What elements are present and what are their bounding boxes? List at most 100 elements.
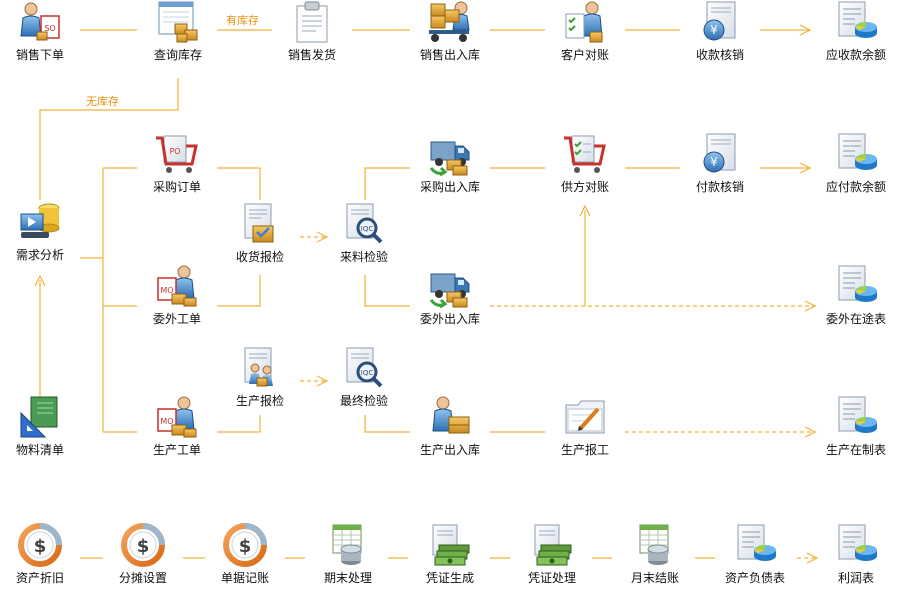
node-asset-depreciation[interactable]: 资产折旧 (0, 523, 88, 587)
node-wip-report[interactable]: 生产在制表 (808, 395, 900, 459)
node-voucher-generate[interactable]: 凭证生成 (402, 523, 498, 587)
node-label: 单据记账 (220, 571, 269, 585)
node-label: 应付款余额 (825, 180, 886, 194)
document-box-icon (237, 202, 283, 246)
node-label: 委外出入库 (419, 312, 480, 326)
node-income-statement[interactable]: 利润表 (808, 523, 900, 587)
node-label: 生产出入库 (419, 443, 480, 457)
person-at-desk-so-icon (17, 0, 63, 44)
document-people-icon (237, 346, 283, 390)
node-balance-sheet[interactable]: 资产负债表 (707, 523, 803, 587)
node-ap-balance[interactable]: 应付款余额 (808, 132, 900, 196)
node-label: 应收款余额 (825, 48, 886, 62)
node-allocation-setup[interactable]: 分摊设置 (95, 523, 191, 587)
node-demand-analysis[interactable]: 需求分析 (0, 200, 88, 264)
report-pie-chart-icon (833, 264, 879, 308)
node-label: 物料清单 (15, 443, 64, 457)
node-supplier-recon[interactable]: 供方对账 (537, 132, 633, 196)
node-label: 凭证生成 (425, 571, 474, 585)
node-label: 凭证处理 (527, 571, 576, 585)
node-label: 分摊设置 (118, 571, 167, 585)
node-production-report[interactable]: 生产报工 (537, 395, 633, 459)
node-label: 委外工单 (152, 312, 201, 326)
node-purchase-in[interactable]: 采购出入库 (402, 132, 498, 196)
node-sales-ship[interactable]: 销售发货 (264, 0, 360, 64)
dollar-ring-icon (17, 523, 63, 567)
person-with-checklist-icon (562, 0, 608, 44)
yen-document-icon (697, 132, 743, 176)
node-production-order[interactable]: 生产工单 (129, 395, 225, 459)
node-outsource-order[interactable]: 委外工单 (129, 264, 225, 328)
delivery-truck-icon (427, 264, 473, 308)
report-pie-chart-icon (732, 523, 778, 567)
node-label: 销售下单 (15, 48, 64, 62)
node-label: 委外在途表 (825, 312, 886, 326)
node-label: 资产折旧 (15, 571, 64, 585)
node-label: 最终检验 (339, 394, 388, 408)
cash-stack-icon (529, 523, 575, 567)
yen-document-icon (697, 0, 743, 44)
spreadsheet-database-icon (325, 523, 371, 567)
node-period-end[interactable]: 期末处理 (300, 523, 396, 587)
node-label: 查询库存 (153, 48, 202, 62)
node-label: 利润表 (837, 571, 874, 585)
node-receive-inspect[interactable]: 收货报检 (212, 202, 308, 266)
document-magnifier-icon (341, 202, 387, 246)
node-purchase-order[interactable]: 采购订单 (129, 132, 225, 196)
node-ar-balance[interactable]: 应收款余额 (808, 0, 900, 64)
report-pie-chart-icon (833, 395, 879, 439)
checklist-cart-icon (562, 132, 608, 176)
node-label: 需求分析 (15, 248, 64, 262)
cash-stack-icon (427, 523, 473, 567)
node-final-inspect[interactable]: 最终检验 (316, 346, 412, 410)
node-production-in[interactable]: 生产出入库 (402, 395, 498, 459)
node-payment-verify[interactable]: 付款核销 (672, 132, 768, 196)
node-label: 生产报工 (560, 443, 609, 457)
people-mo-document-icon (154, 264, 200, 308)
dollar-ring-icon (222, 523, 268, 567)
po-shopping-cart-icon (154, 132, 200, 176)
node-bom[interactable]: 物料清单 (0, 395, 88, 459)
node-label: 期末处理 (323, 571, 372, 585)
node-voucher-process[interactable]: 凭证处理 (504, 523, 600, 587)
delivery-truck-icon (427, 132, 473, 176)
database-monitor-icon (17, 200, 63, 244)
node-customer-recon[interactable]: 客户对账 (537, 0, 633, 64)
node-label: 资产负债表 (724, 571, 785, 585)
node-label: 月末结账 (630, 571, 679, 585)
spreadsheet-database-icon (632, 523, 678, 567)
edge-label-in-stock: 有库存 (226, 14, 259, 27)
node-label: 收货报检 (235, 250, 284, 264)
node-incoming-inspect[interactable]: 来料检验 (316, 202, 412, 266)
folder-pen-icon (562, 395, 608, 439)
report-pie-chart-icon (833, 0, 879, 44)
window-with-boxes-icon (155, 0, 201, 44)
clipboard-document-icon (289, 0, 335, 44)
document-magnifier-icon (341, 346, 387, 390)
node-label: 生产在制表 (825, 443, 886, 457)
report-pie-chart-icon (833, 132, 879, 176)
dollar-ring-icon (120, 523, 166, 567)
node-label: 客户对账 (560, 48, 609, 62)
people-mo-document-icon (154, 395, 200, 439)
node-label: 供方对账 (560, 180, 609, 194)
node-label: 生产报检 (235, 394, 284, 408)
green-book-ruler-icon (17, 395, 63, 439)
node-document-posting[interactable]: 单据记账 (197, 523, 293, 587)
node-sales-out[interactable]: 销售出入库 (402, 0, 498, 64)
node-receipt-verify[interactable]: 收款核销 (672, 0, 768, 64)
person-with-box-icon (427, 395, 473, 439)
node-outsource-transit[interactable]: 委外在途表 (808, 264, 900, 328)
node-production-inspect[interactable]: 生产报检 (212, 346, 308, 410)
edge-label-out-of-stock: 无库存 (86, 95, 119, 108)
node-label: 销售发货 (287, 48, 336, 62)
node-outsource-in[interactable]: 委外出入库 (402, 264, 498, 328)
node-query-stock[interactable]: 查询库存 (130, 0, 226, 64)
forklift-boxes-icon (427, 0, 473, 44)
node-month-close[interactable]: 月末结账 (607, 523, 703, 587)
node-label: 来料检验 (339, 250, 388, 264)
node-label: 采购出入库 (419, 180, 480, 194)
node-label: 收款核销 (695, 48, 744, 62)
node-label: 付款核销 (695, 180, 744, 194)
node-sales-order[interactable]: 销售下单 (0, 0, 88, 64)
